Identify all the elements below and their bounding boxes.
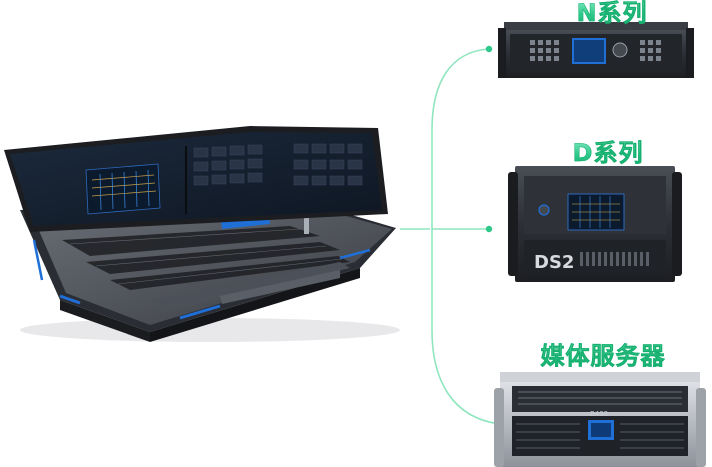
- d-series-label: D系列: [548, 140, 668, 167]
- media-badge: B432: [590, 410, 608, 418]
- n-series-label: N系列: [552, 0, 672, 26]
- connector-dot-d: [485, 225, 493, 233]
- d-series-device: DS2: [508, 166, 682, 282]
- connector-lines: [400, 48, 501, 425]
- connector-dot-n: [485, 45, 493, 53]
- n-series-device: [498, 22, 694, 78]
- media-server-label: 媒体服务器: [523, 343, 683, 370]
- connector-dots: [485, 45, 505, 428]
- d-panel-model: DS2: [534, 252, 574, 273]
- console-illustration: [4, 126, 400, 342]
- media-server-device: B432: [494, 372, 706, 467]
